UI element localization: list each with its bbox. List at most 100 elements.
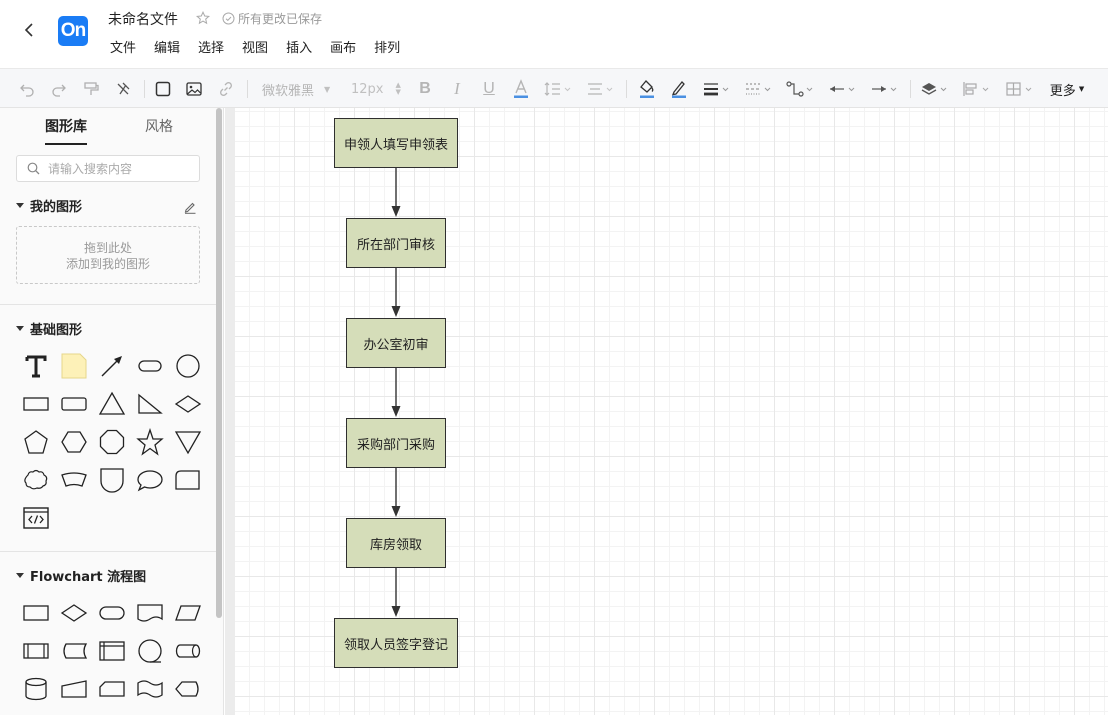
align-icon[interactable] xyxy=(584,78,616,100)
search-box[interactable] xyxy=(16,155,200,182)
flow-node-3[interactable]: 办公室初审 xyxy=(346,318,446,368)
menu-arrange[interactable]: 排列 xyxy=(374,41,401,56)
font-family-select[interactable]: 微软雅黑 ▼ xyxy=(262,78,332,100)
direct-data-icon[interactable] xyxy=(169,632,207,670)
font-size-select[interactable]: 12px ▲▼ xyxy=(351,78,401,100)
folded-corner-rect-icon[interactable] xyxy=(169,461,207,499)
connector-arrow[interactable] xyxy=(391,168,401,217)
line-width-icon[interactable] xyxy=(700,78,732,100)
format-painter-icon[interactable] xyxy=(80,78,102,100)
chevron-down-icon: ▼ xyxy=(324,84,331,94)
menu-insert[interactable]: 插入 xyxy=(286,41,313,56)
star-shape-icon[interactable] xyxy=(131,423,169,461)
pentagon-icon[interactable] xyxy=(17,423,55,461)
rounded-rect-icon[interactable] xyxy=(55,385,93,423)
image-icon[interactable] xyxy=(183,78,205,100)
my-shapes-header[interactable]: 我的图形 xyxy=(16,196,82,215)
line-style-icon[interactable] xyxy=(742,78,774,100)
bold-icon[interactable]: B xyxy=(419,80,431,97)
speech-bubble-icon[interactable] xyxy=(131,461,169,499)
section-divider xyxy=(0,551,216,552)
distribute-icon[interactable] xyxy=(960,78,992,100)
text-shape-icon[interactable] xyxy=(17,347,55,385)
flowchart-header[interactable]: Flowchart 流程图 xyxy=(16,566,146,585)
punched-tape-icon[interactable] xyxy=(131,670,169,708)
tab-shape-library[interactable]: 图形库 xyxy=(45,116,87,145)
connector-arrow[interactable] xyxy=(391,368,401,417)
terminator-icon[interactable] xyxy=(93,594,131,632)
end-arrow-icon[interactable] xyxy=(868,78,900,100)
app-logo[interactable]: On xyxy=(58,16,88,46)
html-code-icon[interactable] xyxy=(17,499,55,537)
stored-data-icon[interactable] xyxy=(55,632,93,670)
connector-arrow[interactable] xyxy=(391,468,401,517)
menu-canvas[interactable]: 画布 xyxy=(330,41,357,56)
search-input[interactable] xyxy=(48,161,188,176)
menu-view[interactable]: 视图 xyxy=(242,41,269,56)
delay-shape-icon[interactable] xyxy=(93,461,131,499)
search-icon xyxy=(27,162,40,175)
undo-icon[interactable] xyxy=(16,78,38,100)
hexagon-icon[interactable] xyxy=(55,423,93,461)
rectangle-tool-icon[interactable] xyxy=(152,78,174,100)
note-shape-icon[interactable] xyxy=(55,347,93,385)
flow-node-6[interactable]: 领取人员签字登记 xyxy=(334,618,458,668)
diamond-icon[interactable] xyxy=(169,385,207,423)
circle-icon[interactable] xyxy=(169,347,207,385)
connector-arrow[interactable] xyxy=(391,568,401,617)
flow-node-5[interactable]: 库房领取 xyxy=(346,518,446,568)
arrow-line-icon[interactable] xyxy=(93,347,131,385)
internal-storage-icon[interactable] xyxy=(93,632,131,670)
flow-node-2[interactable]: 所在部门审核 xyxy=(346,218,446,268)
curved-trapezoid-icon[interactable] xyxy=(55,461,93,499)
menu-edit[interactable]: 编辑 xyxy=(154,41,181,56)
octagon-icon[interactable] xyxy=(93,423,131,461)
underline-icon[interactable]: U xyxy=(483,80,495,97)
inverted-triangle-icon[interactable] xyxy=(169,423,207,461)
group-icon[interactable] xyxy=(1003,78,1035,100)
caret-down-icon xyxy=(16,573,24,578)
sequential-data-icon[interactable] xyxy=(131,632,169,670)
rectangle-icon[interactable] xyxy=(17,385,55,423)
basic-shapes-header[interactable]: 基础图形 xyxy=(16,319,82,338)
rounded-rectangle-icon[interactable] xyxy=(131,347,169,385)
document-icon[interactable] xyxy=(131,594,169,632)
clear-format-icon[interactable] xyxy=(112,78,134,100)
menu-file[interactable]: 文件 xyxy=(110,41,137,56)
connector-arrow[interactable] xyxy=(391,268,401,317)
database-icon[interactable] xyxy=(17,670,55,708)
layer-icon[interactable] xyxy=(918,78,950,100)
right-triangle-icon[interactable] xyxy=(131,385,169,423)
font-color-icon[interactable] xyxy=(510,78,532,100)
line-color-icon[interactable] xyxy=(668,78,690,100)
back-icon[interactable] xyxy=(20,20,40,40)
more-button[interactable]: 更多 ▼ xyxy=(1047,78,1087,100)
start-arrow-icon[interactable] xyxy=(826,78,858,100)
file-title[interactable]: 未命名文件 xyxy=(108,12,178,28)
italic-icon[interactable]: I xyxy=(454,79,460,98)
menu-select[interactable]: 选择 xyxy=(198,41,225,56)
connector-type-icon[interactable] xyxy=(784,78,816,100)
flow-node-1[interactable]: 申领人填写申领表 xyxy=(334,118,458,168)
star-icon[interactable] xyxy=(195,10,211,25)
sidebar-scrollbar[interactable] xyxy=(216,108,222,618)
cloud-icon[interactable] xyxy=(17,461,55,499)
drawing-page[interactable]: 申领人填写申领表 所在部门审核 办公室初审 采购部门采购 库房领取 领取人员签字… xyxy=(235,108,1108,715)
my-shapes-dropzone[interactable]: 拖到此处 添加到我的图形 xyxy=(16,226,200,284)
redo-icon[interactable] xyxy=(48,78,70,100)
predefined-process-icon[interactable] xyxy=(17,632,55,670)
edit-icon[interactable] xyxy=(183,199,197,214)
display-icon[interactable] xyxy=(169,670,207,708)
flow-node-4[interactable]: 采购部门采购 xyxy=(346,418,446,468)
line-height-icon[interactable] xyxy=(542,78,574,100)
process-icon[interactable] xyxy=(17,594,55,632)
fill-color-icon[interactable] xyxy=(636,78,658,100)
manual-input-icon[interactable] xyxy=(55,670,93,708)
decision-icon[interactable] xyxy=(55,594,93,632)
triangle-icon[interactable] xyxy=(93,385,131,423)
canvas-area[interactable]: 申领人填写申领表 所在部门审核 办公室初审 采购部门采购 库房领取 领取人员签字… xyxy=(225,108,1108,715)
data-icon[interactable] xyxy=(169,594,207,632)
card-icon[interactable] xyxy=(93,670,131,708)
tab-style[interactable]: 风格 xyxy=(145,119,173,135)
link-icon[interactable] xyxy=(215,78,237,100)
